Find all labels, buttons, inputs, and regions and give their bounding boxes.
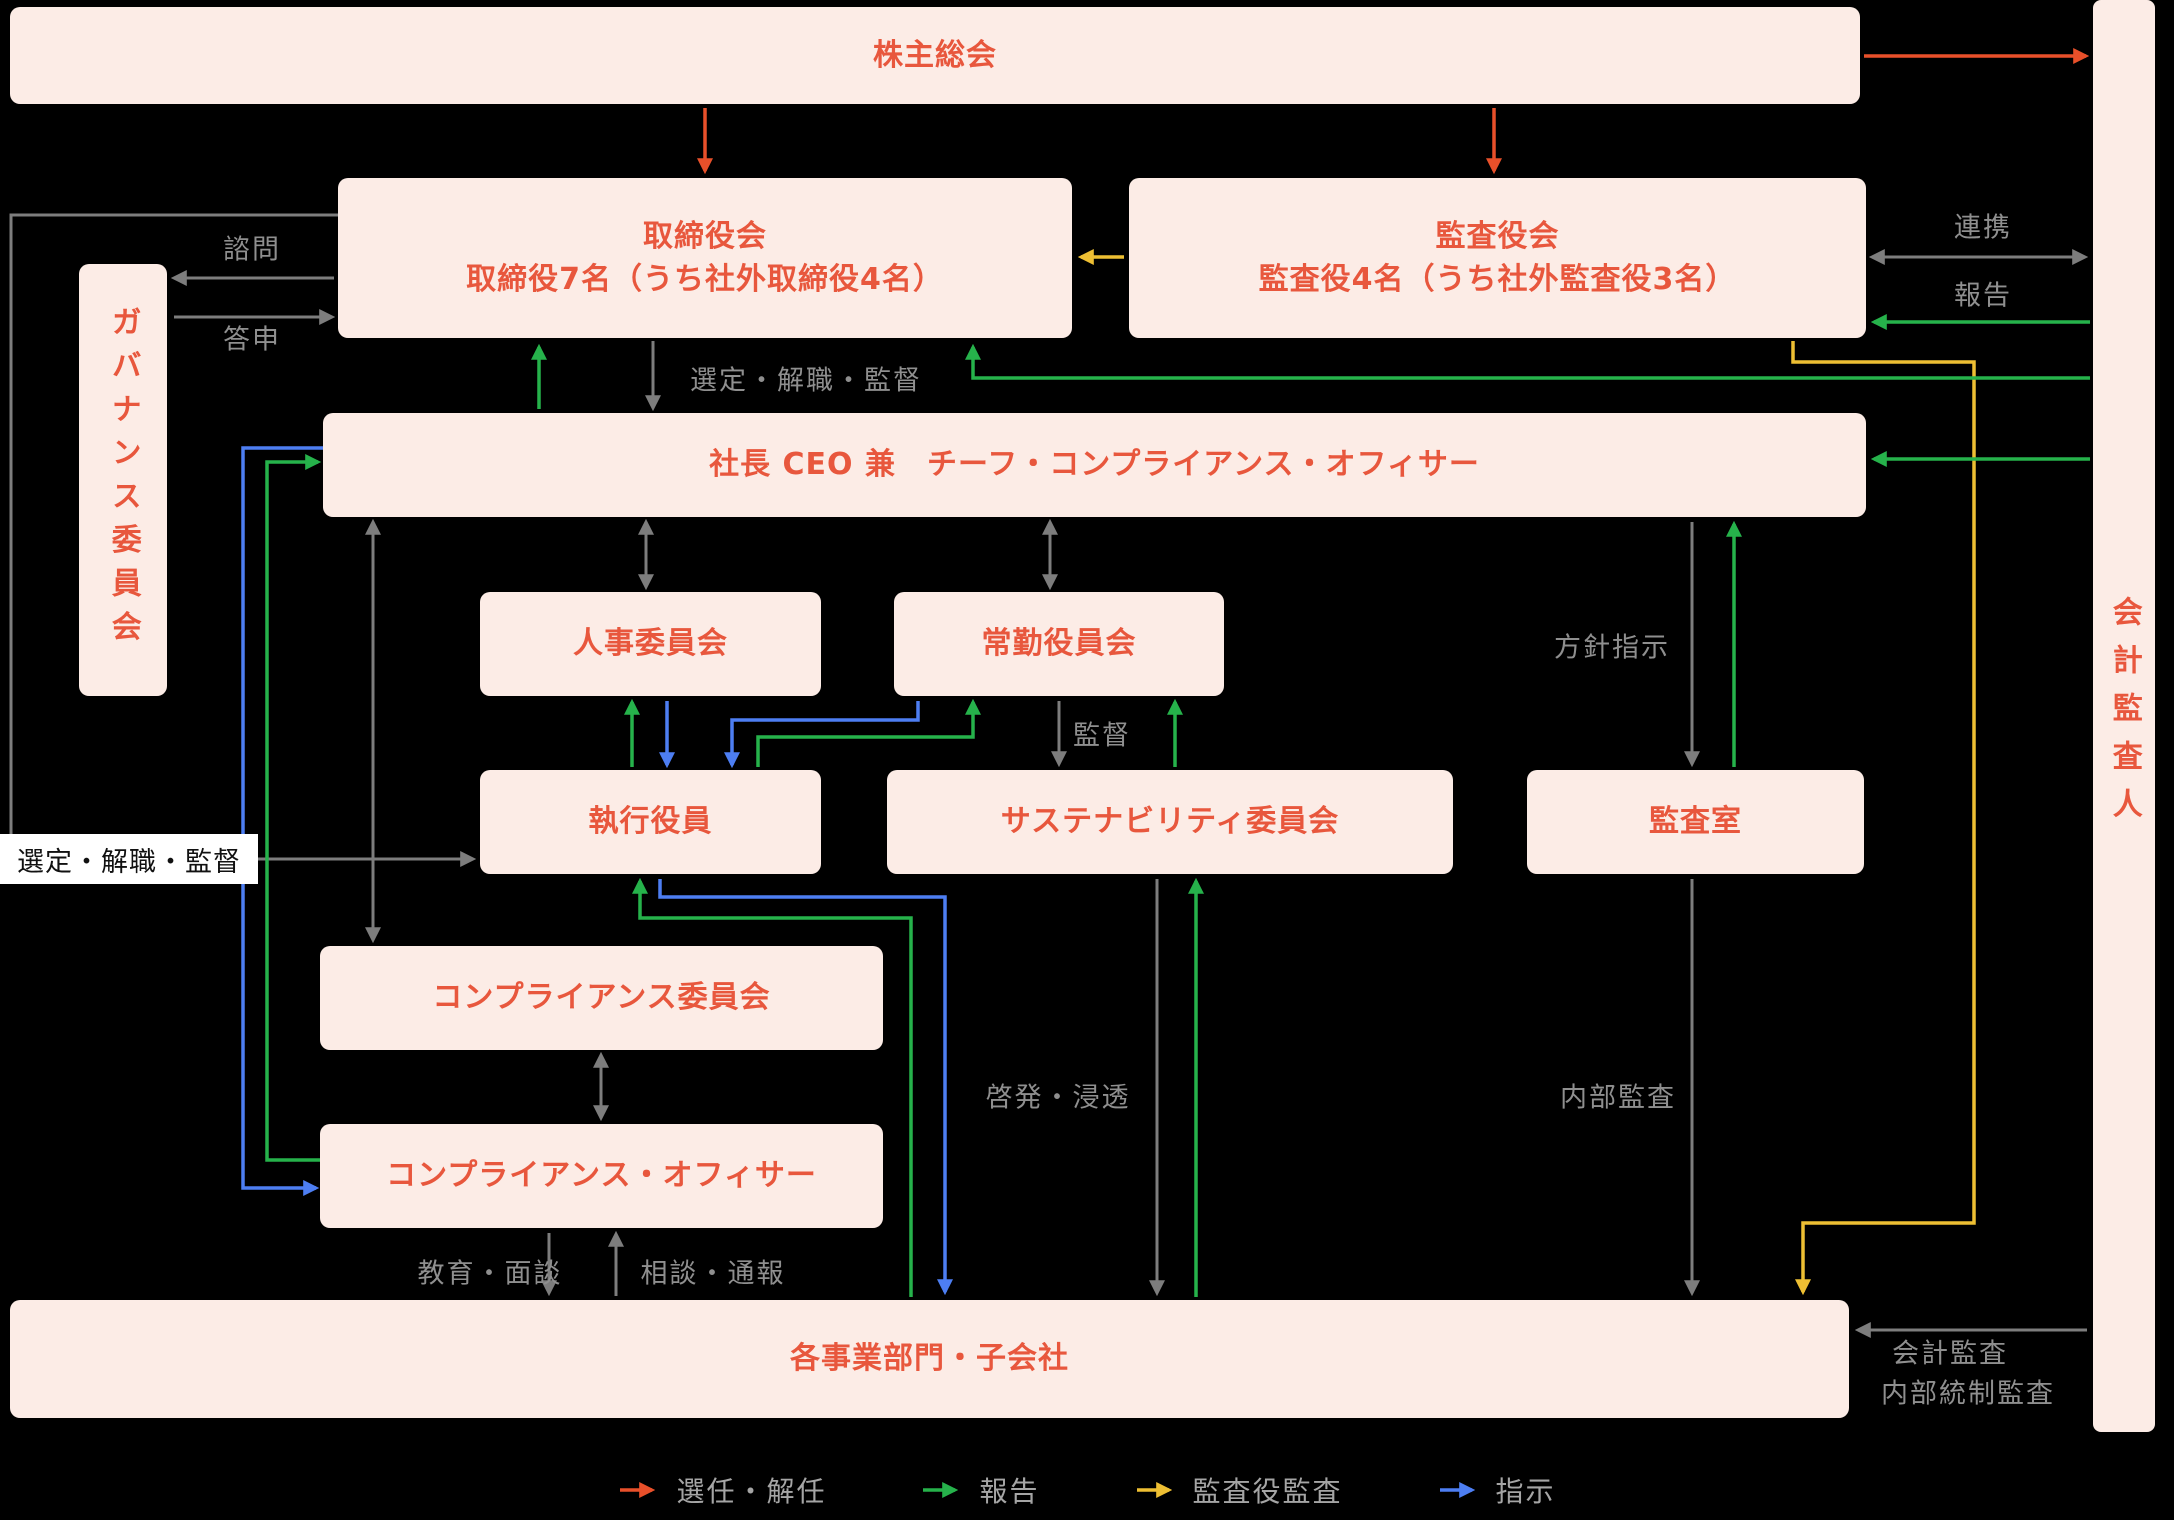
label-awareness: 啓発・浸透 — [985, 1082, 1131, 1114]
arrow-exec-to-divisions-instruct — [658, 879, 953, 1296]
label-supervision: 監督 — [1073, 720, 1131, 752]
node-personnel-committee: 人事委員会 — [480, 592, 821, 696]
label-select-dismiss-supervise-exec: 選定・解職・監督 — [0, 834, 258, 884]
legend-label: 監査役監査 — [1192, 1475, 1343, 1508]
node-standing-officers-meeting: 常勤役員会 — [894, 592, 1224, 696]
node-shareholders-meeting: 株主総会 — [10, 7, 1860, 104]
node-label: 執行役員 — [588, 804, 713, 840]
label-consultation-whistleblowing: 相談・通報 — [640, 1258, 786, 1290]
label-report-back: 答申 — [223, 324, 281, 356]
legend: 選任・解任 報告 監査役監査 指示 — [0, 1470, 2174, 1510]
label-internal-audit: 内部監査 — [1560, 1082, 1676, 1114]
label-report: 報告 — [1954, 280, 2012, 312]
legend-arrow-red-icon — [620, 1482, 656, 1498]
node-audit-supervisory-board: 監査役会 監査役4名（うち社外監査役3名） — [1129, 178, 1866, 338]
node-audit-office: 監査室 — [1527, 770, 1864, 874]
node-label: 監査室 — [1649, 804, 1742, 840]
node-compliance-officer: コンプライアンス・オフィサー — [320, 1124, 883, 1228]
node-governance-committee: ガバナンス委員会 — [79, 264, 167, 696]
arrow-ceo-to-officer-instruct — [241, 446, 323, 1196]
label-policy-instruction: 方針指示 — [1554, 632, 1670, 664]
legend-item-appointment: 選任・解任 — [618, 1470, 826, 1510]
node-label: 株主総会 — [873, 37, 997, 73]
arrow-divisions-to-exec-report — [632, 877, 913, 1297]
label-consult: 諮問 — [223, 234, 281, 266]
node-label: ガバナンス委員会 — [105, 306, 141, 654]
node-label: コンプライアンス・オフィサー — [386, 1158, 817, 1194]
legend-item-instruction: 指示 — [1438, 1470, 1556, 1510]
legend-label: 報告 — [979, 1475, 1040, 1508]
node-accounting-auditor: 会計監査人 — [2093, 0, 2155, 1432]
node-sublabel: 監査役4名（うち社外監査役3名） — [1258, 262, 1737, 297]
label-education-interview: 教育・面談 — [417, 1258, 563, 1290]
legend-item-report: 報告 — [921, 1470, 1039, 1510]
node-label: 会計監査人 — [2106, 596, 2142, 836]
label-cooperation: 連携 — [1954, 212, 2012, 244]
legend-arrow-green-icon — [923, 1482, 959, 1498]
legend-arrow-yellow-icon — [1136, 1482, 1172, 1498]
label-select-dismiss-supervise-ceo: 選定・解職・監督 — [690, 365, 922, 397]
node-label: 取締役会 — [643, 218, 767, 254]
label-internal-control-audit: 内部統制監査 — [1881, 1378, 2055, 1410]
node-label: サステナビリティ委員会 — [1000, 804, 1340, 840]
legend-item-auditor-audit: 監査役監査 — [1135, 1470, 1343, 1510]
node-label: コンプライアンス委員会 — [432, 980, 771, 1016]
node-president-ceo: 社長 CEO 兼 チーフ・コンプライアンス・オフィサー — [323, 413, 1866, 517]
node-sustainability-committee: サステナビリティ委員会 — [887, 770, 1453, 874]
node-label: 常勤役員会 — [981, 626, 1137, 662]
node-business-divisions: 各事業部門・子会社 — [10, 1300, 1849, 1418]
arrow-right-to-board-report — [965, 343, 2090, 380]
node-board-of-directors: 取締役会 取締役7名（うち社外取締役4名） — [338, 178, 1072, 338]
label-accounting-audit: 会計監査 — [1892, 1338, 2008, 1370]
legend-arrow-blue-icon — [1439, 1482, 1475, 1498]
node-sublabel: 取締役7名（うち社外取締役4名） — [466, 262, 944, 297]
node-executive-officers: 執行役員 — [480, 770, 821, 874]
legend-label: 指示 — [1495, 1475, 1556, 1508]
arrow-officer-to-ceo-report — [265, 454, 322, 1162]
node-compliance-committee: コンプライアンス委員会 — [320, 946, 883, 1050]
arrow-audit-to-divisions — [1791, 341, 1976, 1296]
legend-label: 選任・解任 — [676, 1475, 827, 1508]
node-label: 社長 CEO 兼 チーフ・コンプライアンス・オフィサー — [709, 447, 1480, 483]
arrow-exec-to-standing-report — [756, 698, 981, 767]
node-label: 監査役会 — [1435, 218, 1560, 254]
node-label: 各事業部門・子会社 — [790, 1341, 1069, 1377]
node-label: 人事委員会 — [573, 626, 728, 662]
arrow-standing-to-exec-instruct — [724, 701, 920, 769]
